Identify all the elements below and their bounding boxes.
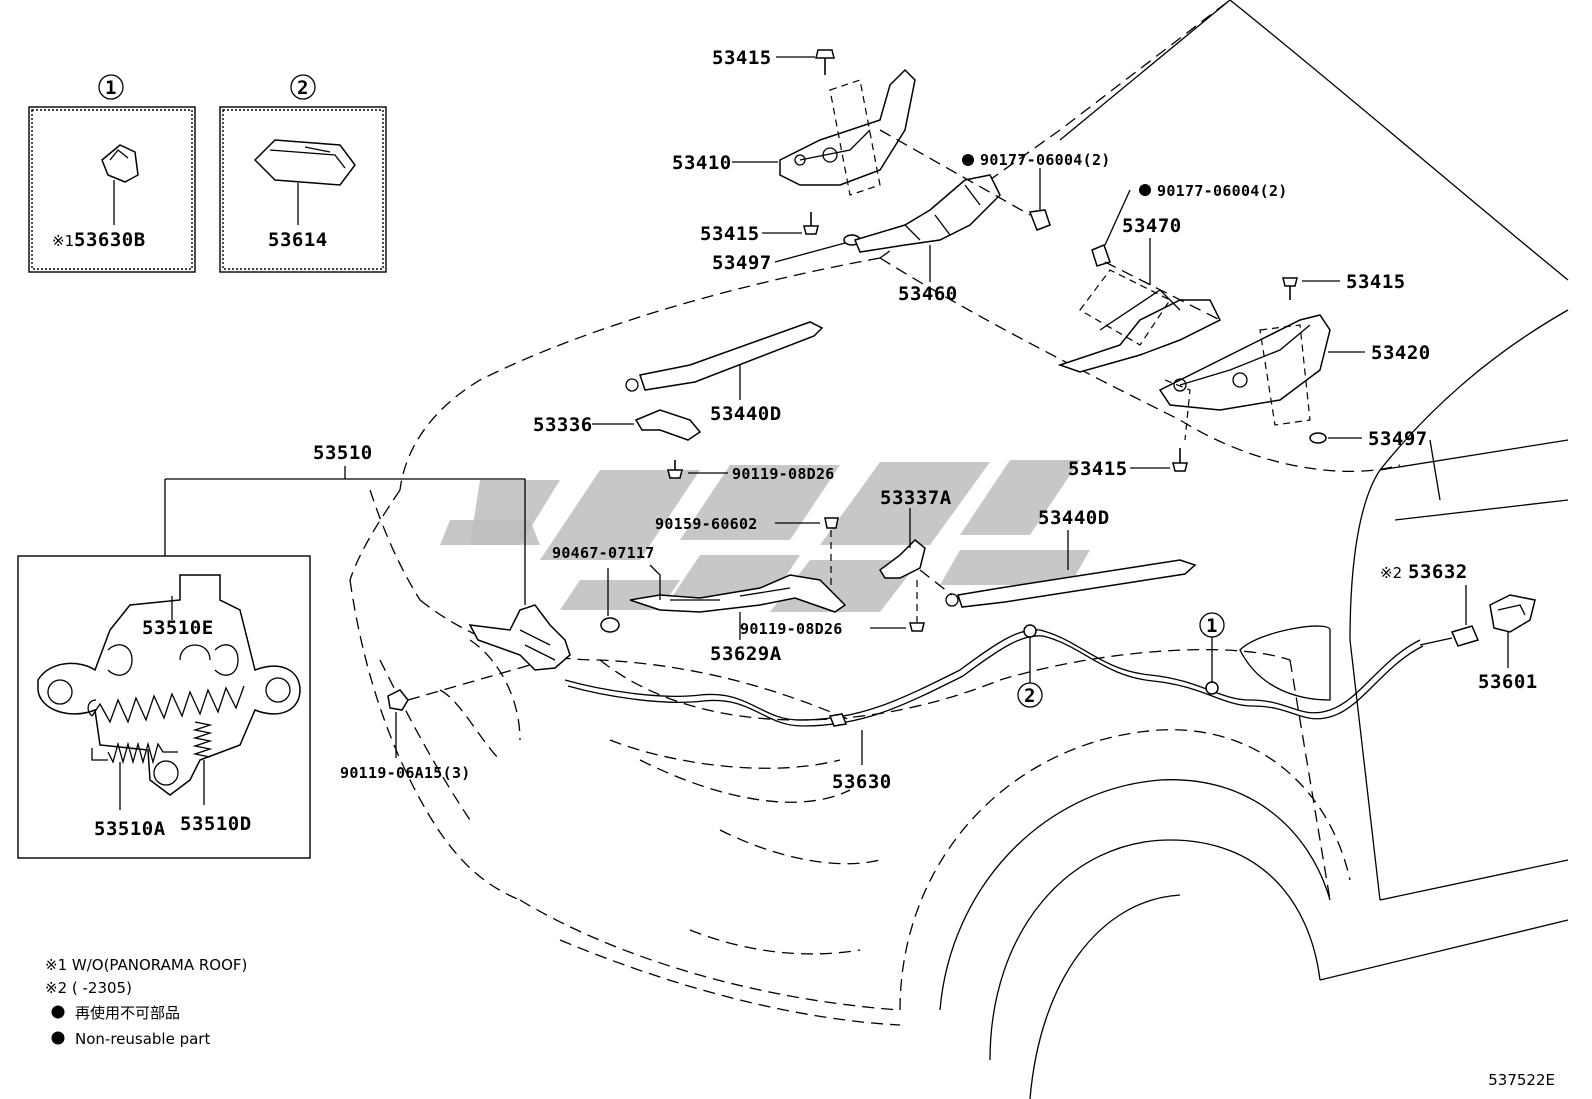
label-53497-a: 53497 [712, 252, 772, 274]
lift-support-upper: 53440D 53336 90119-08D26 [533, 321, 835, 483]
car-body-outline [349, 0, 1569, 1099]
label-53632: 53632 [1408, 561, 1468, 583]
label-53614: 53614 [268, 229, 328, 251]
legend-nonreusable-en: Non-reusable part [75, 1030, 210, 1048]
label-53415-b: 53415 [700, 223, 760, 245]
hood-latch-detail: 53510 53510E 53510A 53510D 90119-0 [17, 442, 571, 859]
support-rod-assembly: 90159-60602 53629A 90467-07117 [552, 515, 847, 665]
release-cable: 2 1 53630 [564, 612, 1424, 793]
label-53460: 53460 [898, 283, 958, 305]
label-90119-c: 90119-06A15(3) [340, 764, 471, 782]
legend: ※1 W/O(PANORAMA ROOF) ※2 ( -2305) 再使用不可部… [45, 956, 247, 1048]
label-53510a: 53510A [94, 818, 166, 840]
label-note2-marker: ※2 [1380, 564, 1402, 582]
bullet-nonreusable-en [51, 1031, 65, 1045]
legend-nonreusable-ja: 再使用不可部品 [75, 1004, 180, 1022]
legend-note2: ※2 ( -2305) [45, 979, 132, 997]
label-53630: 53630 [832, 771, 892, 793]
diagram-code: 537522E [1488, 1071, 1555, 1089]
legend-note1: ※1 W/O(PANORAMA ROOF) [45, 956, 247, 974]
circle-marker-2-text: 2 [297, 77, 309, 99]
label-53337a: 53337A [880, 487, 952, 509]
label-53470: 53470 [1122, 215, 1182, 237]
label-53510: 53510 [313, 442, 373, 464]
label-53415-d: 53415 [1068, 458, 1128, 480]
label-90119-a: 90119-08D26 [732, 465, 835, 483]
label-53415-c: 53415 [1346, 271, 1406, 293]
label-53497-b: 53497 [1368, 428, 1428, 450]
label-90159: 90159-60602 [655, 515, 758, 533]
label-90177-b: 90177-06004(2) [1157, 182, 1288, 200]
label-90467: 90467-07117 [552, 544, 655, 562]
label-53629a: 53629A [710, 643, 782, 665]
label-90177-a: 90177-06004(2) [980, 151, 1111, 169]
release-lever-assembly: ※2 53632 53601 [1380, 561, 1538, 693]
label-53510e: 53510E [142, 617, 214, 639]
label-53630b: 53630B [74, 229, 146, 251]
right-hinge-assembly: 90177-06004(2) 53470 53415 53420 53497 5… [1057, 182, 1431, 480]
label-53601: 53601 [1478, 671, 1538, 693]
lift-support-lower: 53440D 53337A 90119-08D26 [740, 487, 1197, 638]
inset-box-1: 1 ※1 53630B [28, 74, 196, 273]
label-53415-a: 53415 [712, 47, 772, 69]
label-90119-b: 90119-08D26 [740, 620, 843, 638]
inset-box-2: 2 53614 [219, 74, 387, 273]
circle-marker-1-cable-text: 1 [1206, 615, 1218, 637]
label-53510d: 53510D [180, 813, 252, 835]
label-53336: 53336 [533, 414, 593, 436]
label-53410: 53410 [672, 152, 732, 174]
label-53440d-b: 53440D [1038, 507, 1110, 529]
label-note1-marker: ※1 [52, 232, 74, 250]
label-53420: 53420 [1371, 342, 1431, 364]
circle-marker-2-cable-text: 2 [1024, 685, 1036, 707]
bullet-nonreusable-ja [51, 1005, 65, 1019]
left-hinge-assembly: 53415 53410 53415 53497 53460 90177-0600… [672, 47, 1111, 305]
label-53440d-a: 53440D [710, 403, 782, 425]
circle-marker-1-text: 1 [105, 77, 117, 99]
